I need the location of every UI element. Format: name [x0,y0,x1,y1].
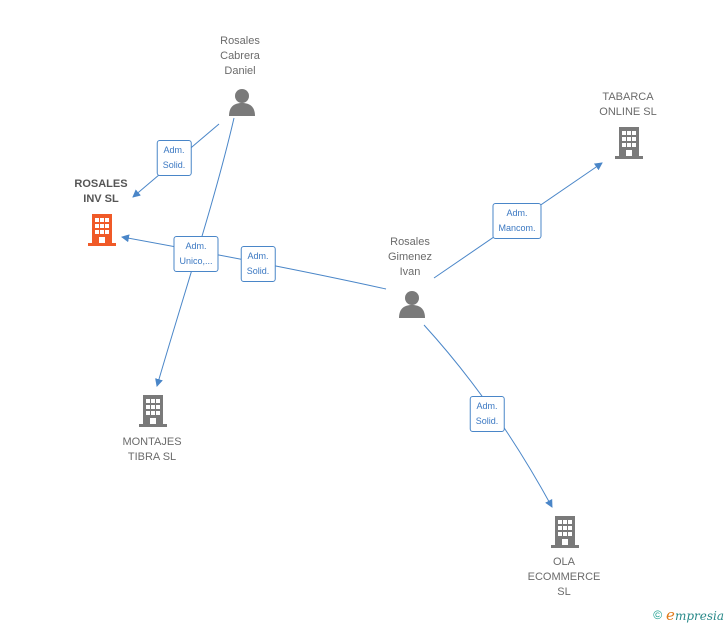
edge-label-cabrera-montajes[interactable]: Adm.Unico,... [173,236,219,272]
edge-label-gimenez-ola[interactable]: Adm.Solid. [469,396,505,432]
edge-label-gimenez-tabarca[interactable]: Adm.Mancom. [492,203,542,239]
building-icon[interactable] [138,394,168,428]
brand-logo: empresia [666,606,724,624]
building-icon[interactable] [614,126,644,160]
copyright-symbol: © [653,608,663,622]
person-icon[interactable] [397,289,427,319]
node-label-ola: OLA ECOMMERCE SL [527,556,601,598]
node-label-rosales-cabrera: Rosales Cabrera Daniel [220,35,260,77]
building-icon[interactable] [87,213,117,247]
edge-label-cabrera-inv[interactable]: Adm.Solid. [156,140,192,176]
building-icon[interactable] [550,515,580,549]
node-label-tabarca: TABARCA ONLINE SL [599,91,657,118]
person-icon[interactable] [227,87,257,117]
node-label-rosales-inv: ROSALES INV SL [74,178,128,205]
brand-watermark: © empresia [653,606,724,624]
node-label-montajes: MONTAJES TIBRA SL [122,436,182,463]
node-label-rosales-gimenez: Rosales Gimenez Ivan [387,236,433,278]
edge-label-gimenez-inv[interactable]: Adm.Solid. [240,246,276,282]
